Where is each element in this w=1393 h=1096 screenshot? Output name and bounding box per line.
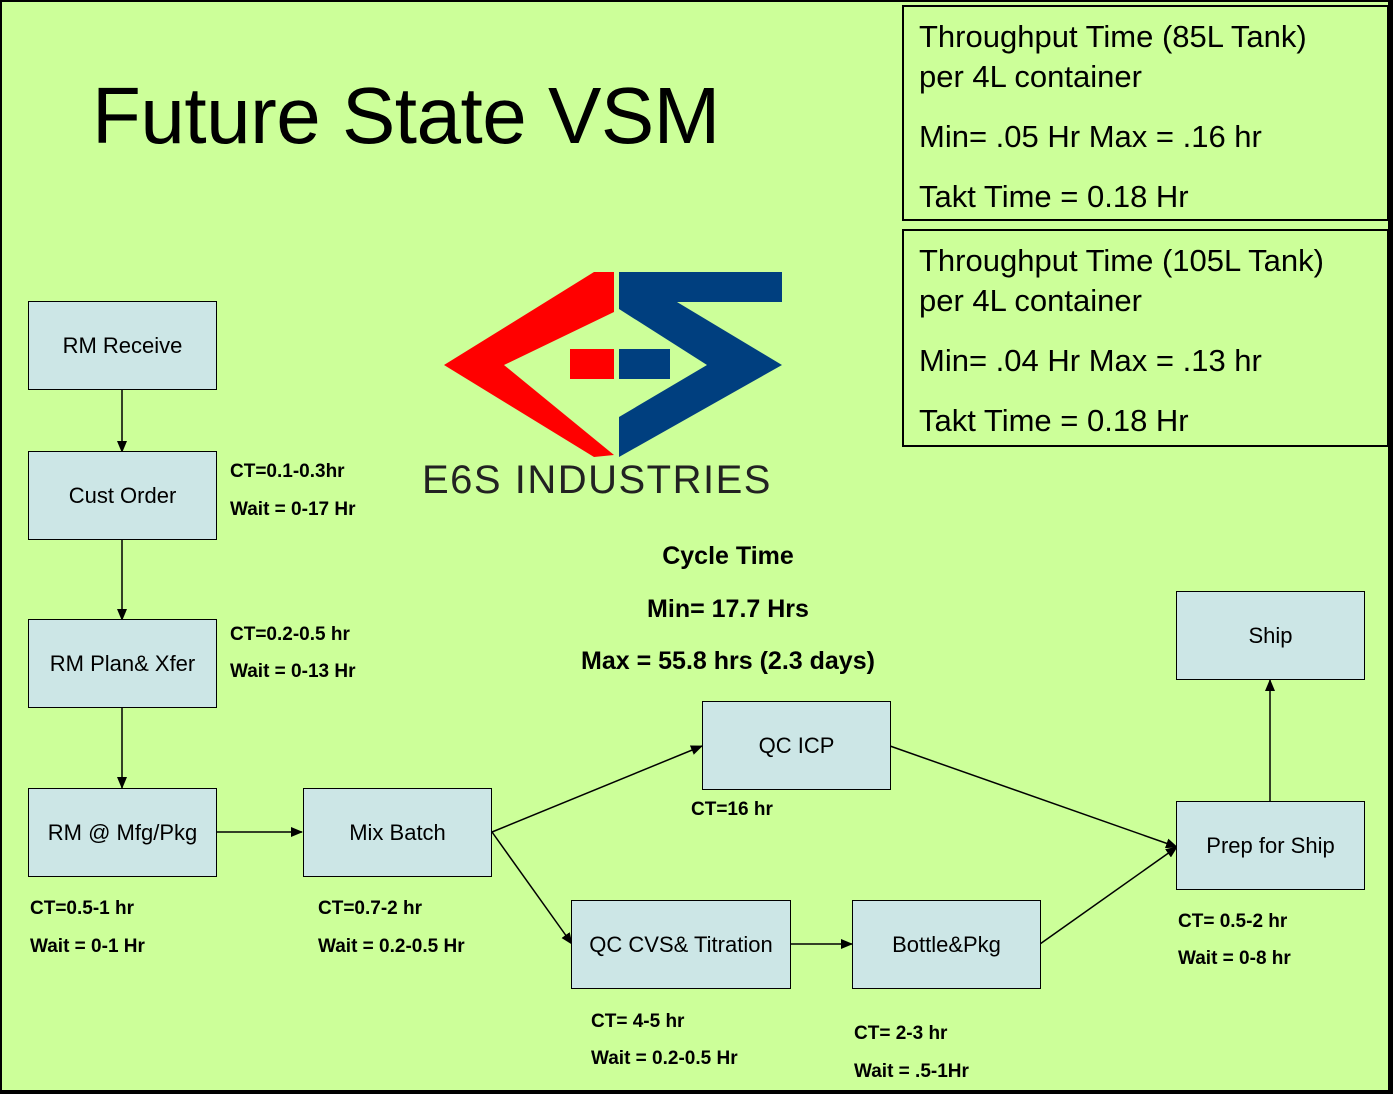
process-cust-order: Cust Order xyxy=(28,451,217,540)
process-rm-mfg-pkg: RM @ Mfg/Pkg xyxy=(28,788,217,877)
logo-blue-top xyxy=(619,272,782,457)
arrow-icp-to-prep xyxy=(889,745,1178,849)
throughput-minmax: Min= .05 Hr Max = .16 hr xyxy=(919,119,1262,154)
takt-time: Takt Time = 0.18 Hr xyxy=(919,179,1189,214)
rm-mfg-ct: CT=0.5-1 hr xyxy=(30,898,135,919)
process-bottle-pkg: Bottle&Pkg xyxy=(852,900,1041,989)
qc-cvs-wait: Wait = 0.2-0.5 Hr xyxy=(591,1048,738,1069)
throughput-heading: Throughput Time (105L Tank) xyxy=(919,243,1324,278)
process-rm-plan-xfer: RM Plan& Xfer xyxy=(28,619,217,708)
throughput-minmax: Min= .04 Hr Max = .13 hr xyxy=(919,343,1262,378)
e6s-logo-icon xyxy=(444,272,782,457)
qc-cvs-ct: CT= 4-5 hr xyxy=(591,1011,685,1032)
throughput-subheading: per 4L container xyxy=(919,283,1142,318)
cycle-time-max: Max = 55.8 hrs (2.3 days) xyxy=(581,647,875,675)
cycle-time-heading: Cycle Time xyxy=(662,542,794,570)
process-ship: Ship xyxy=(1176,591,1365,680)
bottle-pkg-wait: Wait = .5-1Hr xyxy=(854,1061,969,1082)
cust-order-wait: Wait = 0-17 Hr xyxy=(230,499,356,520)
rm-plan-wait: Wait = 0-13 Hr xyxy=(230,661,356,682)
page-title: Future State VSM xyxy=(92,71,720,160)
throughput-box-105l: Throughput Time (105L Tank) per 4L conta… xyxy=(902,229,1389,447)
mix-batch-wait: Wait = 0.2-0.5 Hr xyxy=(318,936,465,957)
qc-icp-ct: CT=16 hr xyxy=(691,799,773,820)
mix-batch-ct: CT=0.7-2 hr xyxy=(318,898,423,919)
process-qc-icp: QC ICP xyxy=(702,701,891,790)
arrow-bottle-to-prep xyxy=(1039,846,1178,945)
cycle-time-min: Min= 17.7 Hrs xyxy=(647,595,809,623)
process-rm-receive: RM Receive xyxy=(28,301,217,390)
bottle-pkg-ct: CT= 2-3 hr xyxy=(854,1023,948,1044)
takt-time: Takt Time = 0.18 Hr xyxy=(919,403,1189,438)
arrow-mix-to-icp xyxy=(491,745,703,833)
logo-red-shape xyxy=(444,272,614,457)
throughput-subheading: per 4L container xyxy=(919,59,1142,94)
prep-ship-wait: Wait = 0-8 hr xyxy=(1178,948,1291,969)
rm-plan-ct: CT=0.2-0.5 hr xyxy=(230,624,350,645)
rm-mfg-wait: Wait = 0-1 Hr xyxy=(30,936,145,957)
arrow-mix-to-cvs xyxy=(491,831,573,945)
logo-blue-bar xyxy=(619,349,670,379)
brand-name: E6S INDUSTRIES xyxy=(422,458,772,502)
process-prep-for-ship: Prep for Ship xyxy=(1176,801,1365,890)
throughput-heading: Throughput Time (85L Tank) xyxy=(919,19,1307,54)
process-mix-batch: Mix Batch xyxy=(303,788,492,877)
cust-order-ct: CT=0.1-0.3hr xyxy=(230,461,345,482)
throughput-box-85l: Throughput Time (85L Tank) per 4L contai… xyxy=(902,5,1389,221)
process-qc-cvs-titration: QC CVS& Titration xyxy=(571,900,791,989)
prep-ship-ct: CT= 0.5-2 hr xyxy=(1178,911,1288,932)
logo-red-bar xyxy=(570,349,614,379)
